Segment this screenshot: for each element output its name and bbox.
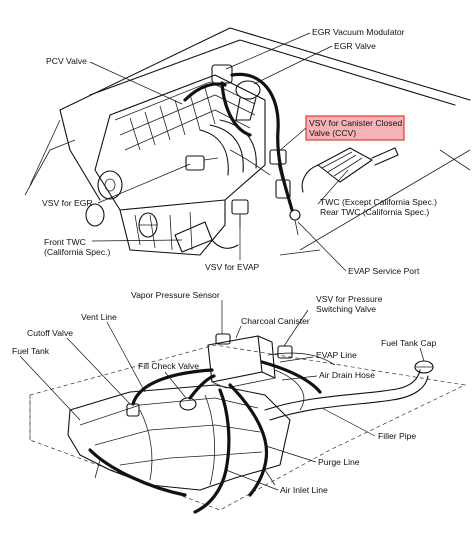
labels: EGR Vacuum Modulator EGR Valve PCV Valve… bbox=[12, 27, 437, 495]
label-evap-service-port: EVAP Service Port bbox=[348, 266, 420, 276]
label-front-twc-1: Front TWC bbox=[44, 237, 86, 247]
label-vsv-egr: VSV for EGR bbox=[42, 198, 93, 208]
label-pcv-valve: PCV Valve bbox=[46, 56, 87, 66]
label-fuel-tank-cap: Fuel Tank Cap bbox=[381, 338, 436, 348]
label-filler-pipe: Filler Pipe bbox=[378, 431, 416, 441]
label-twc-2: Rear TWC (California Spec.) bbox=[320, 207, 429, 217]
label-evap-line: EVAP Line bbox=[316, 350, 357, 360]
label-cutoff-valve: Cutoff Valve bbox=[27, 328, 73, 338]
label-fuel-tank: Fuel Tank bbox=[12, 346, 50, 356]
label-vsv-pressure-1: VSV for Pressure bbox=[316, 294, 383, 304]
label-vsv-evap: VSV for EVAP bbox=[205, 262, 260, 272]
ccv-highlight-box bbox=[305, 115, 405, 141]
fuel-system-drawing bbox=[29, 333, 467, 514]
label-vsv-pressure-2: Switching Valve bbox=[316, 304, 376, 314]
label-fill-check-valve: Fill Check Valve bbox=[138, 361, 199, 371]
label-air-inlet-line: Air Inlet Line bbox=[280, 485, 328, 495]
label-purge-line: Purge Line bbox=[318, 457, 360, 467]
label-vsv-canister-1: VSV for Canister Closed bbox=[309, 118, 402, 128]
label-egr-vacuum-modulator: EGR Vacuum Modulator bbox=[312, 27, 405, 37]
label-front-twc-2: (California Spec.) bbox=[44, 247, 111, 257]
label-egr-valve: EGR Valve bbox=[334, 41, 376, 51]
label-air-drain-hose: Air Drain Hose bbox=[319, 370, 375, 380]
leader-lines bbox=[19, 32, 425, 491]
label-vent-line: Vent Line bbox=[81, 312, 117, 322]
label-twc-1: TWC (Except California Spec.) bbox=[320, 197, 437, 207]
engine-bay-drawing bbox=[24, 27, 471, 256]
label-vapor-pressure-sensor: Vapor Pressure Sensor bbox=[131, 290, 220, 300]
label-charcoal-canister: Charcoal Canister bbox=[241, 316, 310, 326]
label-vsv-canister-2: Valve (CCV) bbox=[309, 128, 356, 138]
